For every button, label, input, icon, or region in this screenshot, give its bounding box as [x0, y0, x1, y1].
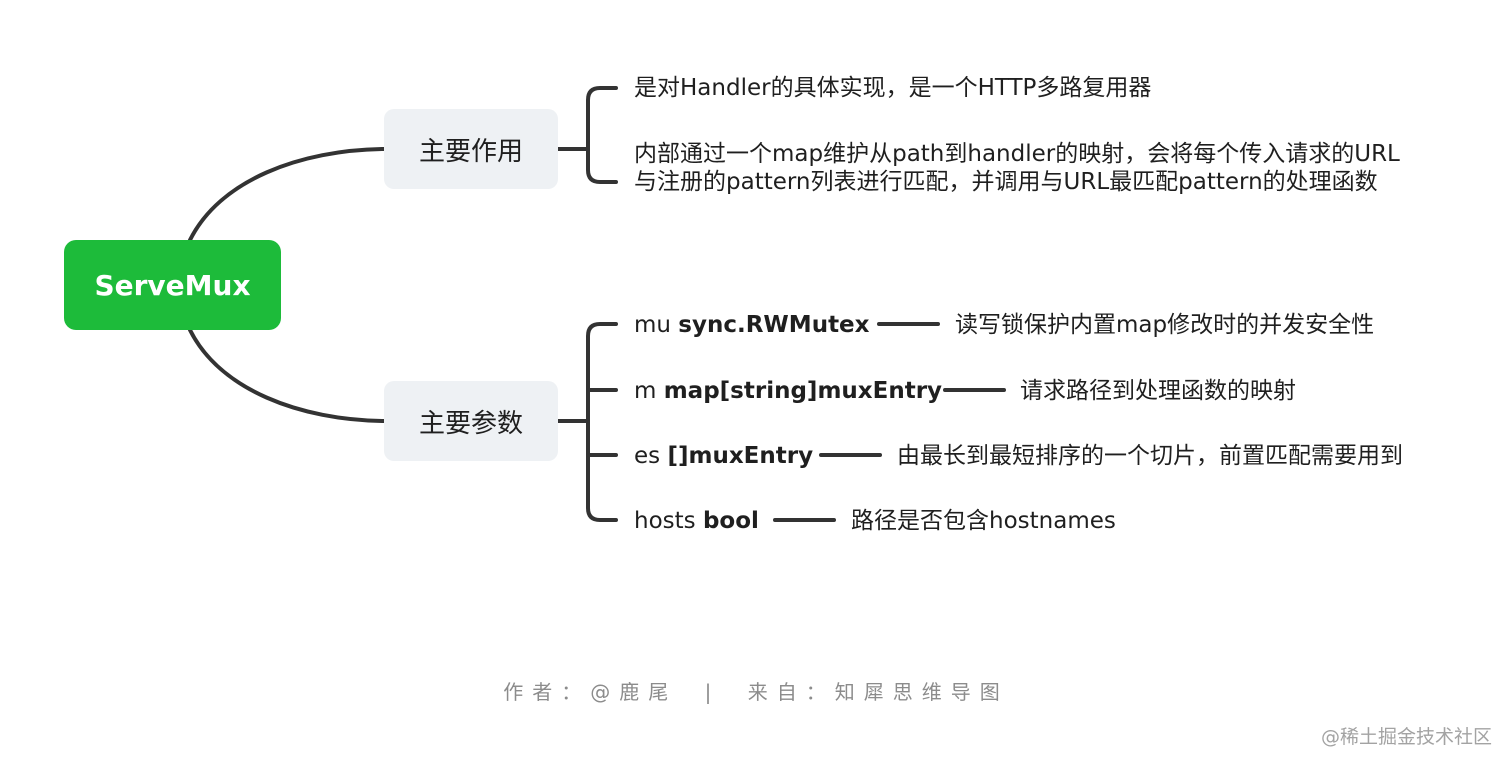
leaf-text: 内部通过一个map维护从path到handler的映射，会将每个传入请求的URL… [634, 141, 1400, 195]
leaf-param-mu[interactable]: mu sync.RWMutex [634, 311, 870, 339]
branch-node-label: 主要作用 [418, 136, 523, 167]
branch-node-label: 主要参数 [418, 408, 523, 439]
bracket-purpose [586, 86, 618, 184]
param-name: es [634, 443, 661, 469]
param-type: []muxEntry [667, 443, 814, 469]
param-type: map[string]muxEntry [663, 378, 943, 404]
leaf-desc-es[interactable]: 由最长到最短排序的一个切片，前置匹配需要用到 [897, 442, 1403, 470]
root-node-servemux[interactable]: ServeMux [64, 240, 281, 330]
leaf-text: 是对Handler的具体实现，是一个HTTP多路复用器 [634, 75, 1152, 101]
param-desc: 请求路径到处理函数的映射 [1020, 378, 1296, 404]
param-desc: 由最长到最短排序的一个切片，前置匹配需要用到 [897, 443, 1403, 469]
leaf-purpose-mapping[interactable]: 内部通过一个map维护从path到handler的映射，会将每个传入请求的URL… [634, 140, 1404, 196]
leaf-desc-hosts[interactable]: 路径是否包含hostnames [851, 507, 1116, 535]
param-type: bool [702, 508, 759, 534]
footer-credit: 作者：@鹿尾 | 来自：知犀思维导图 [0, 676, 1512, 705]
footer-author-label: 作者： [503, 680, 591, 704]
leaf-desc-m[interactable]: 请求路径到处理函数的映射 [1020, 377, 1296, 405]
footer-source-label: 来自： [747, 680, 835, 704]
branch-node-purpose[interactable]: 主要作用 [384, 109, 558, 189]
param-type: sync.RWMutex [678, 312, 870, 338]
branch-node-params[interactable]: 主要参数 [384, 381, 558, 461]
connector-root-to-purpose [188, 147, 386, 242]
leaf-param-m[interactable]: m map[string]muxEntry [634, 377, 942, 405]
bracket-params [586, 322, 618, 522]
param-name: m [634, 378, 657, 404]
leaf-desc-mu[interactable]: 读写锁保护内置map修改时的并发安全性 [955, 311, 1374, 339]
leaf-purpose-implementation[interactable]: 是对Handler的具体实现，是一个HTTP多路复用器 [634, 74, 1151, 102]
param-name: mu [634, 312, 671, 338]
footer-source: 知犀思维导图 [834, 680, 1009, 704]
leaf-param-hosts[interactable]: hosts bool [634, 507, 759, 535]
param-desc: 读写锁保护内置map修改时的并发安全性 [955, 312, 1375, 338]
param-name: hosts [634, 508, 696, 534]
root-node-label: ServeMux [94, 268, 251, 302]
leaf-param-es[interactable]: es []muxEntry [634, 442, 813, 470]
param-desc: 路径是否包含hostnames [851, 508, 1116, 534]
footer-separator: | [704, 680, 721, 704]
connector-root-to-params [188, 328, 386, 423]
watermark: @稀土掘金技术社区 [1320, 726, 1492, 748]
footer-author: @鹿尾 [590, 680, 678, 704]
